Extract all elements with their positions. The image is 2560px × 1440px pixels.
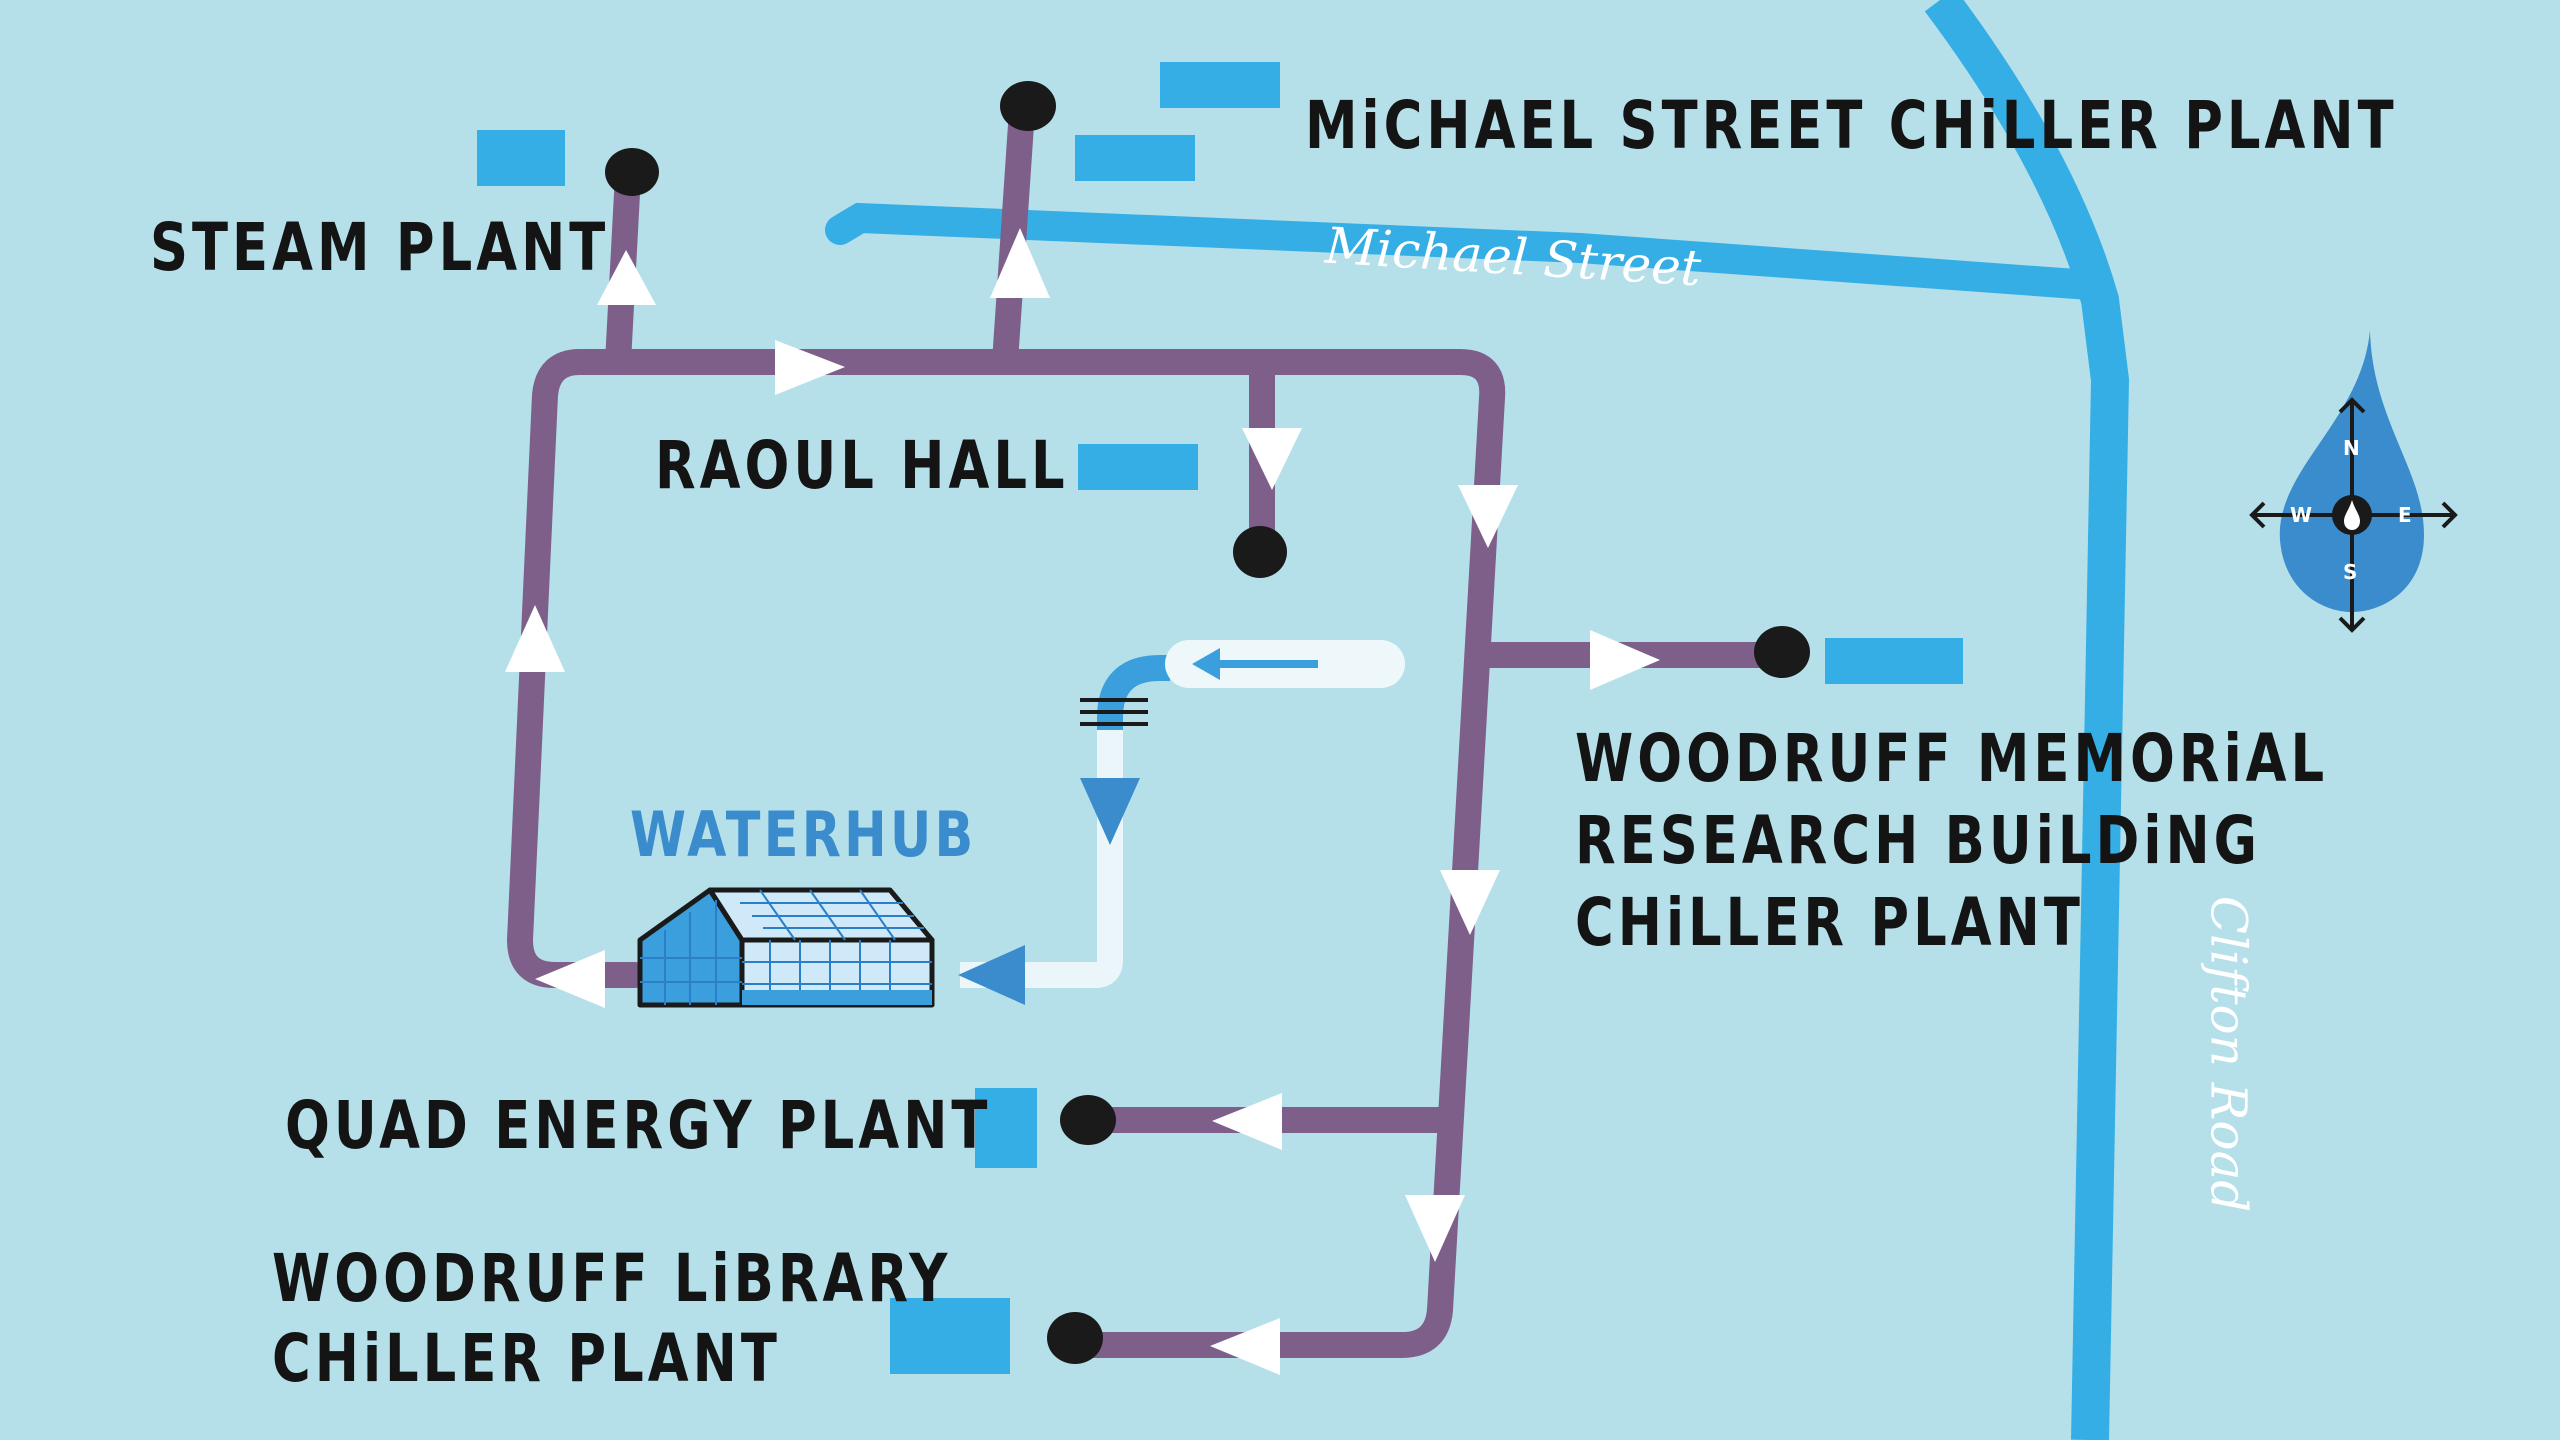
node-wmrb [1754,626,1810,678]
flow-arrow-up-steam [597,250,656,305]
flow-arrow-up-west [505,605,565,672]
label-wmrb-line2: RESEARCH BUiLDiNG [1575,802,2261,879]
node-library [1047,1312,1103,1364]
compass-drop-mini [2344,500,2360,530]
flow-arrow-down-raoul [1242,428,1302,490]
flow-arrow-up-michael [990,228,1050,298]
compass-w-label: W [2290,503,2313,527]
label-library-line2: CHiLLER PLANT [272,1320,781,1397]
waterhub-intake [958,640,1405,1005]
greenhouse-water-band [742,990,932,1005]
flow-arrow-left-hub [535,950,605,1008]
compass-s-label: S [2343,560,2358,584]
flow-arrow-down-east-2 [1440,870,1500,935]
flow-arrow-right-top [775,340,845,395]
label-michael-street-chiller: MiCHAEL STREET CHiLLER PLANT [1305,87,2398,164]
intake-capsule-arrow-head [1192,648,1220,680]
michael-street [825,202,2105,300]
connection-nodes [605,81,1810,1364]
flow-arrow-down-east-1 [1458,485,1518,548]
flow-arrow-down-intake [1080,778,1140,845]
sewer-grate-icon [1080,698,1148,726]
building-footprints [477,62,1963,1374]
flow-arrow-down-east-3 [1405,1195,1465,1262]
label-raoul-hall: RAOUL HALL [655,427,1069,504]
main-loop [507,349,1506,1358]
wmrb-building [1825,638,1963,684]
node-raoul-hall [1233,526,1287,578]
node-quad-energy [1060,1095,1116,1145]
label-clifton-road: Clifton Road [2199,895,2258,1213]
label-wmrb-line3: CHiLLER PLANT [1575,884,2084,961]
flow-arrows [505,228,1660,1375]
flow-arrow-left-intake [958,945,1025,1005]
compass-icon [2249,330,2458,633]
streets [825,0,2130,1440]
label-quad-energy: QUAD ENERGY PLANT [285,1087,992,1164]
node-michael-street [1000,81,1056,131]
node-steam-plant [605,148,659,196]
waterhub-greenhouse-icon [637,887,935,1008]
flow-arrow-left-library [1210,1318,1280,1375]
compass-n-label: N [2343,436,2360,460]
quad-energy-building [975,1088,1037,1168]
raoul-hall-building [1078,444,1198,490]
steam-plant-building [477,130,565,186]
label-steam-plant: STEAM PLANT [150,209,610,286]
label-waterhub: WATERHUB [630,798,977,871]
michael-street-branch [992,97,1035,375]
compass-e-label: E [2398,503,2412,527]
intake-pipe-blue [1097,655,1170,730]
flow-arrow-right-wmrb [1590,630,1660,690]
michael-street-building-b [1075,135,1195,181]
library-building [890,1298,1010,1374]
label-library-line1: WOODRUFF LiBRARY [272,1240,952,1317]
michael-street-building-a [1160,62,1280,108]
label-wmrb-line1: WOODRUFF MEMORiAL [1575,720,2329,797]
flow-arrow-left-quad [1212,1093,1282,1150]
intake-pipe-light [960,730,1123,988]
